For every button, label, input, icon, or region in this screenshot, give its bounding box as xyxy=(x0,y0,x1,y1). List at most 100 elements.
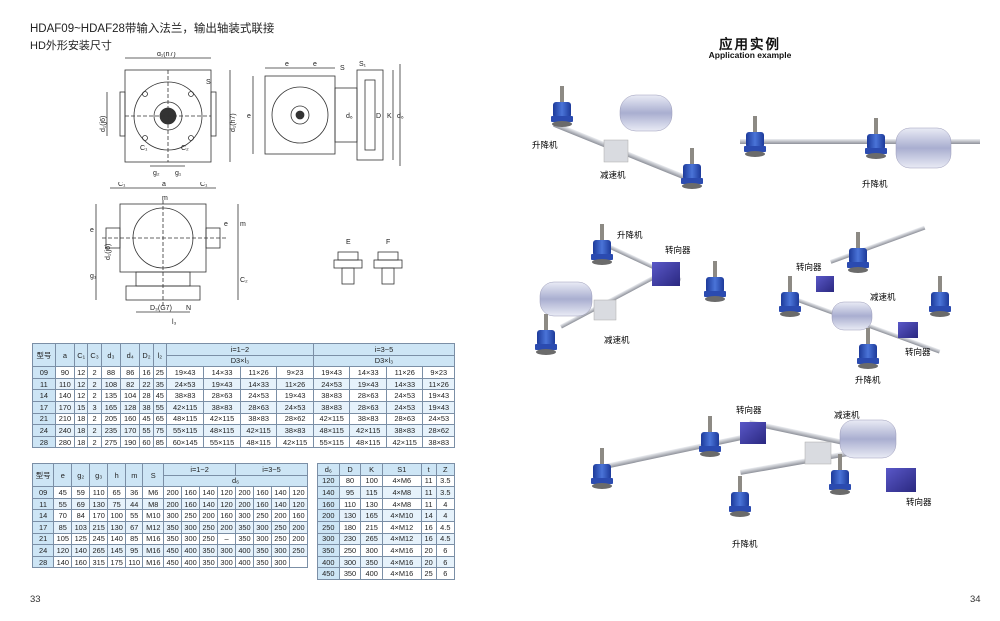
application-title: 应用实例 xyxy=(719,37,781,52)
table-cell: 24×53 xyxy=(422,412,455,426)
lifter-icon xyxy=(535,314,557,355)
dim-e-vert: e xyxy=(247,113,251,120)
table-cell: 350 xyxy=(199,555,219,569)
table-cell: 120 xyxy=(217,486,236,499)
page-number-right: 34 xyxy=(970,594,981,605)
dim-d: D xyxy=(376,113,381,120)
table-cell: 75 xyxy=(107,497,127,511)
table-cell: 42×115 xyxy=(203,412,241,426)
table-cell: 230 xyxy=(338,532,362,546)
table-cell: 350 xyxy=(360,555,383,569)
table-header-cell: K xyxy=(360,463,383,476)
table-cell: 55×115 xyxy=(203,435,241,449)
table-cell: 85 xyxy=(152,435,167,449)
dim-d6-side: d₆ xyxy=(346,113,353,120)
table-cell: 205 xyxy=(100,412,122,426)
table-cell: 20 xyxy=(420,544,437,557)
table-header-cell: t xyxy=(420,463,437,476)
application-illustrations: 升降机 减速机 升降机 升降机 转向器 减速机 xyxy=(532,86,980,549)
col-e: e xyxy=(53,462,73,488)
detail-e-label: E xyxy=(346,239,351,246)
table-cell: 14×33 xyxy=(239,377,278,391)
table-cell: 60×145 xyxy=(165,435,205,449)
table-cell: 2 xyxy=(87,389,102,402)
table-cell: 67 xyxy=(125,520,144,534)
table-cell: 2 xyxy=(87,424,102,437)
table-cell: 125 xyxy=(71,532,91,546)
table-cell: 140 xyxy=(270,497,290,511)
dim-g1: g₁ xyxy=(175,170,182,177)
dim-d1j6-front: d₁(j6) xyxy=(105,244,112,260)
table-cell: 140 xyxy=(107,532,127,546)
table-cell: 240 xyxy=(54,424,76,437)
lifter-icon xyxy=(681,148,703,189)
scene-3 xyxy=(535,224,726,355)
table-cell: 6 xyxy=(435,567,456,580)
lifter-icon xyxy=(591,224,613,265)
table-cell: 28×62 xyxy=(422,424,455,437)
table-cell: 110 xyxy=(338,497,362,511)
table-cell: 250 xyxy=(270,520,290,534)
turner-icon xyxy=(740,422,766,444)
dim-d1j6: d₁(j6) xyxy=(100,116,107,132)
table-cell: 200 xyxy=(288,532,309,546)
lifter-icon xyxy=(704,261,726,302)
table-cell: 235 xyxy=(100,424,122,437)
table-cell: 200 xyxy=(163,497,183,511)
lifter-icon xyxy=(551,86,573,127)
table-cell: 6 xyxy=(435,544,456,557)
table-cell: 115 xyxy=(360,486,383,499)
table-cell: 22 xyxy=(139,377,154,391)
table-cell: 19×43 xyxy=(203,377,241,391)
table-cell: 38×83 xyxy=(239,412,278,426)
table-cell: 24×53 xyxy=(312,377,351,391)
table-cell: 400 xyxy=(235,544,254,557)
table-cell: 140 xyxy=(71,544,91,557)
table-header-cell: Z xyxy=(435,463,456,476)
table-cell: – xyxy=(217,532,236,546)
table-cell: 350 xyxy=(163,520,183,534)
table-cell: 200 xyxy=(235,486,254,499)
dim-c2: C₂ xyxy=(181,145,189,152)
dim-g2: g₂ xyxy=(153,170,160,177)
dim-m-right: m xyxy=(240,221,246,228)
table-cell: 19×43 xyxy=(349,377,387,391)
table-cell: 88 xyxy=(100,366,122,379)
table-cell: 128 xyxy=(120,400,141,414)
table-cell: 4.5 xyxy=(435,520,456,534)
dim-m-front: m xyxy=(162,195,168,202)
table-cell: 160 xyxy=(181,497,201,511)
table-cell: 145 xyxy=(107,544,127,557)
table-cell: 6 xyxy=(435,555,456,569)
table-cell: 250 xyxy=(317,520,340,534)
table-cell: 170 xyxy=(89,509,109,522)
table-cell: 450 xyxy=(317,567,340,580)
label-turner-5a: 转向器 xyxy=(736,405,762,415)
table-cell: 42×115 xyxy=(165,400,205,414)
table-cell: 38×83 xyxy=(349,412,387,426)
col-c3: C₃ xyxy=(87,342,102,368)
table-cell: 28×63 xyxy=(349,400,387,414)
table-cell: 85 xyxy=(125,532,144,546)
table-cell: 86 xyxy=(120,366,141,379)
table-cell: 160 xyxy=(252,497,272,511)
label-lifter-4: 升降机 xyxy=(855,375,881,385)
table-cell: 250 xyxy=(199,532,219,546)
lifter-icon xyxy=(847,232,869,273)
table-cell: 300 xyxy=(317,532,340,546)
table-cell: 11×26 xyxy=(385,366,424,379)
dim-g1-front: g₁ xyxy=(90,273,97,280)
group-i1-2: i=1~2 xyxy=(165,343,314,356)
table-cell: 25 xyxy=(420,567,437,580)
dim-e2: e xyxy=(313,61,317,68)
table-cell: 65 xyxy=(107,486,127,499)
table-cell: 80 xyxy=(338,474,362,488)
table-cell: 48×115 xyxy=(239,435,278,449)
label-reducer-1: 减速机 xyxy=(600,170,626,180)
